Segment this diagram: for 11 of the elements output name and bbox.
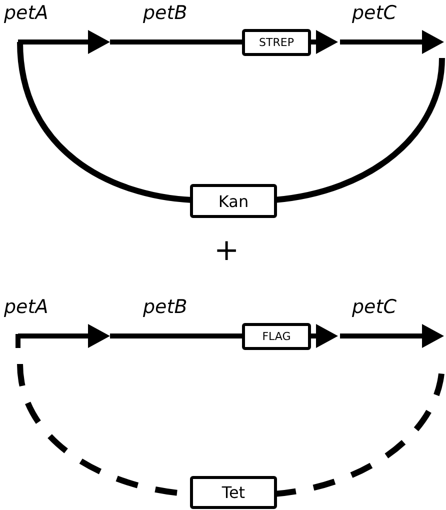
tag-box: Kan: [190, 184, 277, 218]
tag-box: FLAG: [242, 323, 311, 350]
gene-label: petB: [143, 298, 188, 317]
tag-box: STREP: [242, 29, 311, 56]
gene-label: petB: [143, 4, 188, 23]
gene-label: petC: [352, 4, 396, 23]
tag-box: Tet: [190, 476, 277, 509]
plus-sign: +: [214, 236, 240, 266]
gene-label: petA: [4, 4, 48, 23]
gene-label: petC: [352, 298, 396, 317]
gene-label: petA: [4, 298, 48, 317]
